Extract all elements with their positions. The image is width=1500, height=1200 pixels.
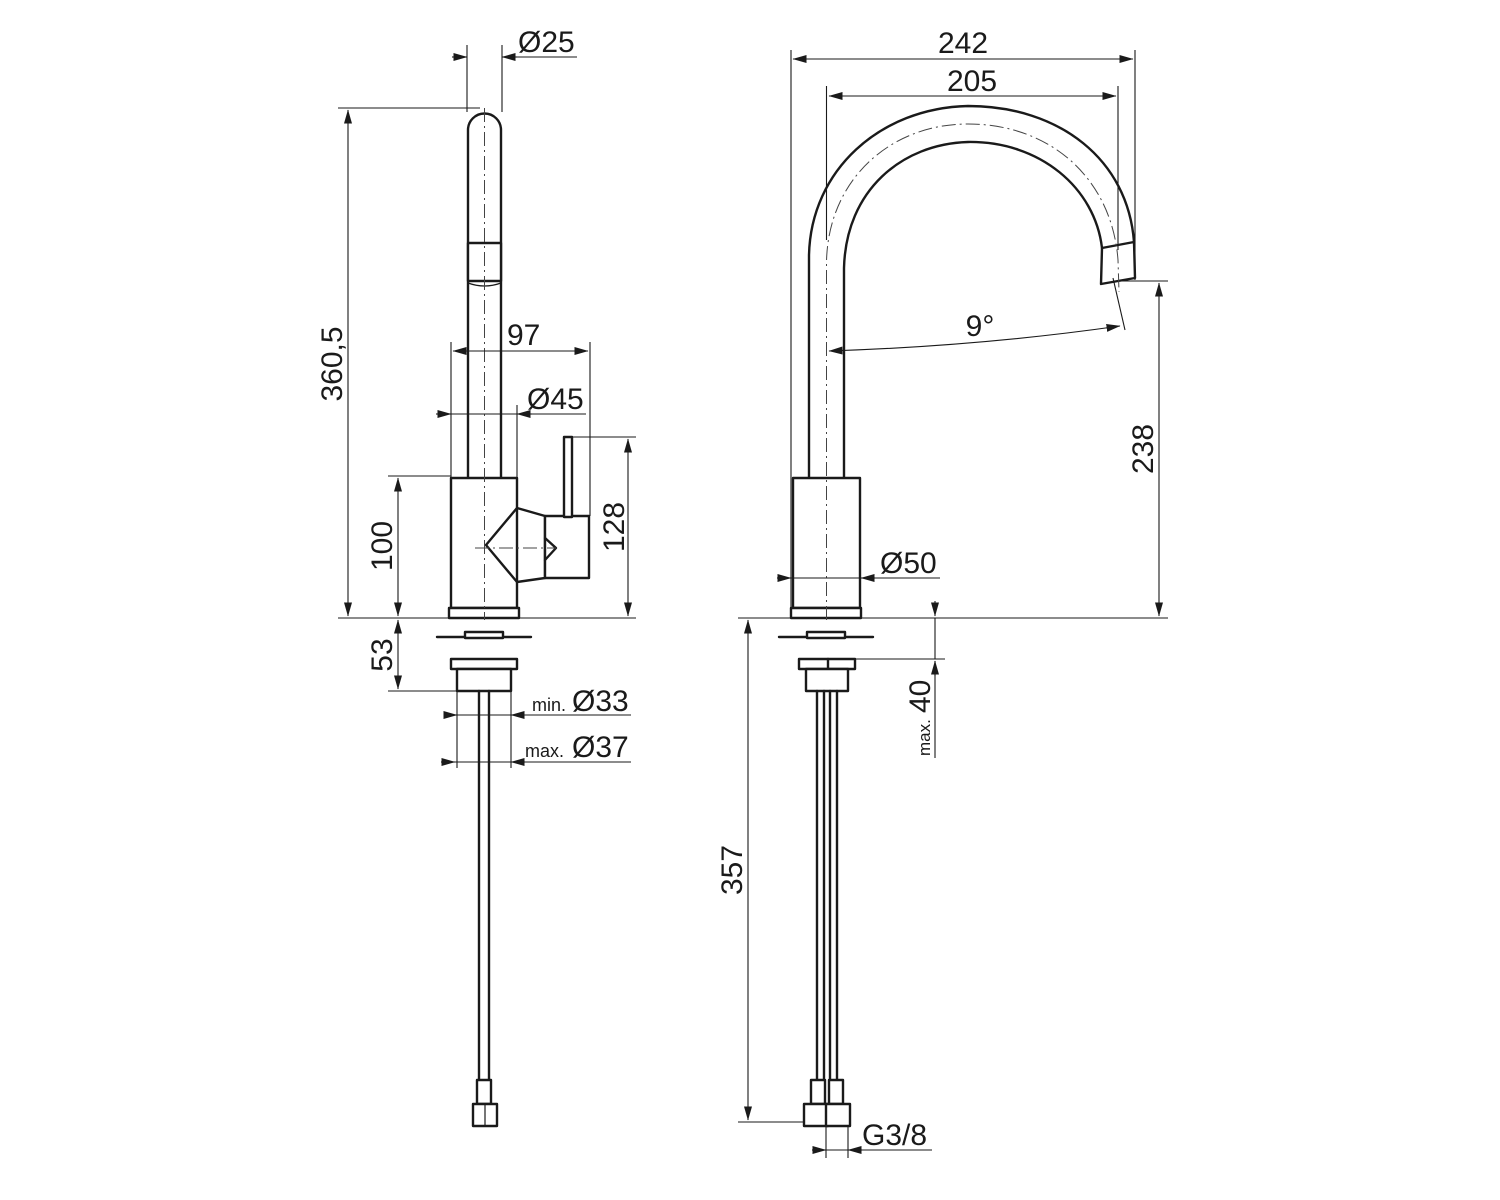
side-centerline bbox=[826, 123, 1120, 620]
dim-max-counter: max. 40 bbox=[855, 601, 945, 758]
side-washer-ring bbox=[805, 630, 847, 640]
dim-spout-reach-label: 205 bbox=[947, 65, 997, 98]
dim-hose-length-label: 357 bbox=[716, 845, 749, 895]
dim-max-counter-prefix: max. bbox=[915, 719, 934, 756]
dim-body-height-label: 100 bbox=[366, 521, 399, 571]
dim-mount-thickness: 53 bbox=[366, 619, 457, 692]
dim-hole-min: min. Ø33 bbox=[443, 685, 631, 768]
dim-base-diameter: Ø50 bbox=[777, 547, 940, 582]
dim-body-diameter: Ø45 bbox=[436, 383, 586, 478]
dim-hole-max: max. Ø37 bbox=[441, 731, 631, 766]
dim-handle-reach: 97 bbox=[450, 319, 591, 516]
dim-base-diameter-label: Ø50 bbox=[880, 547, 937, 580]
dim-mount-thickness-label: 53 bbox=[366, 638, 399, 671]
dim-overall-reach-label: 242 bbox=[938, 27, 988, 60]
dim-body-diameter-label: Ø45 bbox=[527, 383, 584, 416]
front-hose-ferrule bbox=[475, 1078, 493, 1106]
dim-overall-height: 360,5 bbox=[316, 107, 480, 619]
dim-hole-max-prefix: max. bbox=[525, 741, 564, 761]
side-spout-outer bbox=[807, 104, 1136, 480]
dim-connection-thread-label: G3/8 bbox=[862, 1119, 927, 1152]
dim-spout-reach: 205 bbox=[825, 65, 1119, 250]
dim-connection-thread: G3/8 bbox=[812, 1119, 932, 1158]
dim-handle-height-label: 128 bbox=[598, 502, 631, 552]
front-fixing-shank bbox=[455, 667, 513, 693]
side-hose-ferrule-1 bbox=[809, 1078, 827, 1106]
front-lever-hub bbox=[543, 514, 591, 580]
dim-max-counter-label: 40 bbox=[904, 680, 937, 713]
dim-swivel-angle-label: 9° bbox=[966, 310, 995, 343]
dim-overall-height-label: 360,5 bbox=[316, 326, 349, 401]
dim-spout-diameter-label: Ø25 bbox=[518, 26, 575, 59]
dim-handle-reach-label: 97 bbox=[507, 319, 540, 352]
side-spout-inner bbox=[842, 140, 1104, 480]
dim-hole-min-label: Ø33 bbox=[572, 685, 629, 718]
front-fixing-nut bbox=[449, 657, 519, 671]
dim-hose-length: 357 bbox=[716, 617, 804, 1123]
dim-spout-clearance-label: 238 bbox=[1127, 424, 1160, 474]
dim-handle-height: 128 bbox=[519, 436, 636, 619]
dim-overall-reach: 242 bbox=[790, 27, 1136, 608]
front-washer-ring bbox=[463, 630, 505, 640]
dim-swivel-angle: 9° bbox=[828, 277, 1126, 355]
side-hose-nut-1 bbox=[802, 1102, 830, 1128]
front-lever-handle bbox=[562, 435, 574, 519]
dim-spout-diameter: Ø25 bbox=[452, 26, 577, 112]
dim-hole-min-prefix: min. bbox=[532, 695, 566, 715]
side-view: 242 205 9° 238 Ø50 bbox=[716, 27, 1168, 1158]
front-lever-cartridge bbox=[484, 506, 547, 584]
dim-body-height: 100 bbox=[366, 475, 451, 617]
front-view: Ø25 360,5 97 Ø45 100 bbox=[316, 26, 636, 1128]
side-hose-ferrule-2 bbox=[827, 1078, 845, 1106]
dim-hole-max-label: Ø37 bbox=[572, 731, 629, 764]
side-fixing-shank bbox=[804, 667, 850, 693]
side-hose-nut-2 bbox=[824, 1102, 852, 1128]
dim-spout-clearance: 238 bbox=[861, 280, 1168, 619]
